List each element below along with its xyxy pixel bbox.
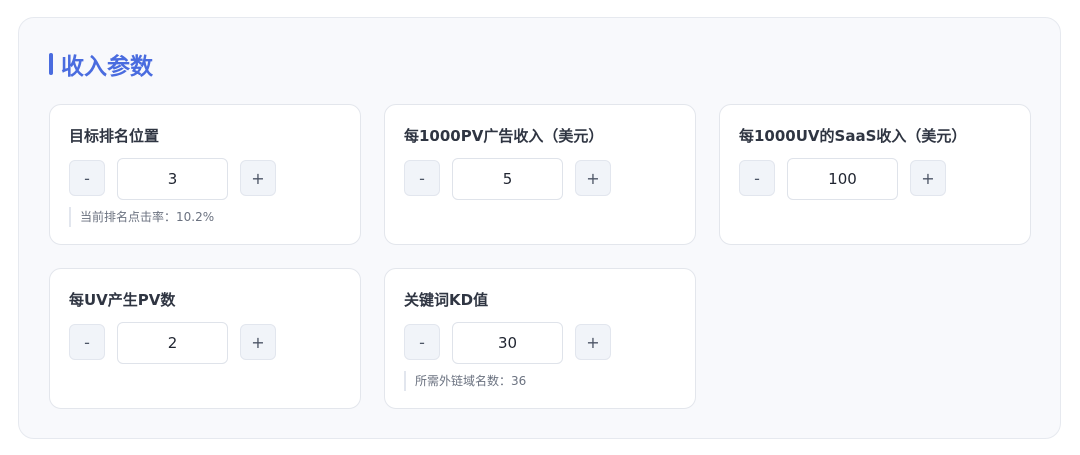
pv-per-uv-card: 每UV产生PV数 - +: [49, 268, 361, 409]
ad-revenue-label: 每1000PV广告收入（美元）: [404, 127, 604, 145]
keyword-kd-increment-button[interactable]: +: [575, 324, 611, 360]
pv-per-uv-decrement-button[interactable]: -: [69, 324, 105, 360]
saas-revenue-card: 每1000UV的SaaS收入（美元） - +: [719, 104, 1031, 245]
keyword-kd-decrement-button[interactable]: -: [404, 324, 440, 360]
saas-revenue-decrement-button[interactable]: -: [739, 160, 775, 196]
revenue-params-panel: 收入参数 目标排名位置 - + 当前排名点击率：10.2% 每1000PV广告收…: [18, 17, 1061, 439]
ad-revenue-increment-button[interactable]: +: [575, 160, 611, 196]
saas-revenue-input[interactable]: [787, 158, 898, 200]
target-rank-ctr-hint: 当前排名点击率：10.2%: [69, 207, 214, 227]
keyword-kd-card: 关键词KD值 - + 所需外链域名数：36: [384, 268, 696, 409]
target-rank-label: 目标排名位置: [69, 127, 160, 145]
section-title-accent-bar: [49, 53, 53, 75]
ad-revenue-input[interactable]: [452, 158, 563, 200]
saas-revenue-increment-button[interactable]: +: [910, 160, 946, 196]
pv-per-uv-label: 每UV产生PV数: [69, 291, 176, 309]
keyword-kd-input[interactable]: [452, 322, 563, 364]
target-rank-increment-button[interactable]: +: [240, 160, 276, 196]
pv-per-uv-increment-button[interactable]: +: [240, 324, 276, 360]
keyword-kd-backlinks-hint: 所需外链域名数：36: [404, 371, 526, 391]
target-rank-decrement-button[interactable]: -: [69, 160, 105, 196]
keyword-kd-label: 关键词KD值: [404, 291, 489, 309]
ad-revenue-decrement-button[interactable]: -: [404, 160, 440, 196]
target-rank-card: 目标排名位置 - + 当前排名点击率：10.2%: [49, 104, 361, 245]
section-title: 收入参数: [49, 48, 153, 80]
ad-revenue-card: 每1000PV广告收入（美元） - +: [384, 104, 696, 245]
saas-revenue-label: 每1000UV的SaaS收入（美元）: [739, 127, 967, 145]
target-rank-input[interactable]: [117, 158, 228, 200]
pv-per-uv-input[interactable]: [117, 322, 228, 364]
section-title-text: 收入参数: [61, 54, 153, 80]
